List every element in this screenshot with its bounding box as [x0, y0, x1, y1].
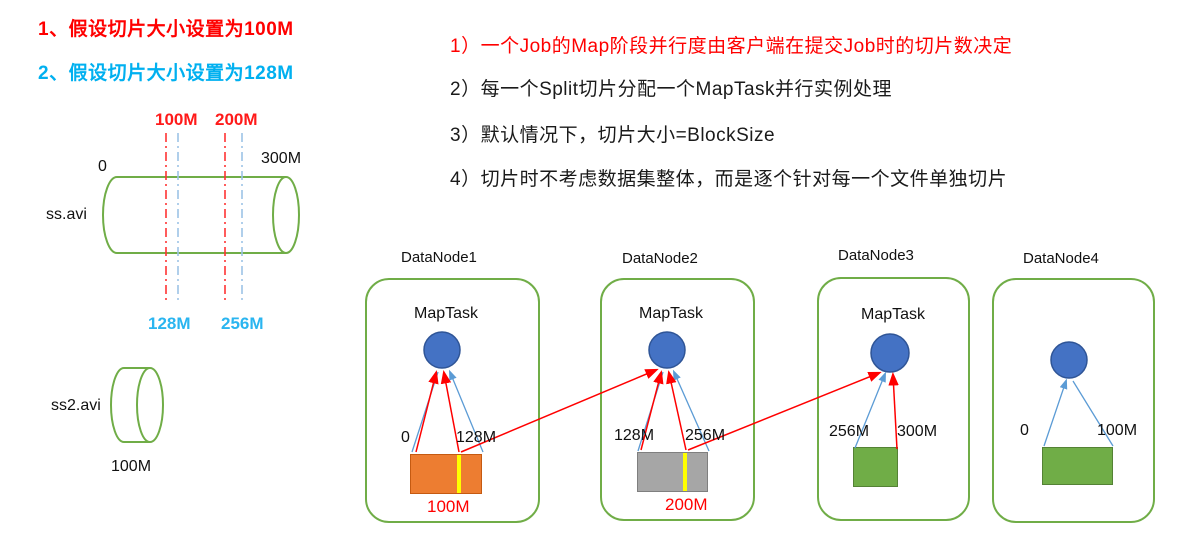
datanode3-box	[817, 277, 970, 521]
datanode1-maptask-circle	[423, 331, 461, 369]
datanode1-block-end: 128M	[456, 429, 497, 446]
file1-start-label: 0	[98, 158, 107, 175]
file1-cylinder	[102, 176, 300, 254]
datanode3-maptask-label: MapTask	[861, 306, 926, 323]
point-3: 3）默认情况下，切片大小=BlockSize	[450, 125, 776, 146]
datanode2-block	[637, 452, 708, 492]
point-4: 4）切片时不考虑数据集整体，而是逐个针对每一个文件单独切片	[450, 169, 1008, 190]
datanode2-split-size: 200M	[665, 495, 708, 514]
datanode2-maptask-circle	[648, 331, 686, 369]
datanode1-box	[365, 278, 540, 523]
point-1: 1）一个Job的Map阶段并行度由客户端在提交Job时的切片数决定	[450, 36, 1013, 57]
datanode2-block-end: 256M	[685, 427, 726, 444]
datanode3-block	[853, 447, 898, 487]
datanode1-block-start: 0	[401, 429, 410, 446]
datanode4-box	[992, 278, 1155, 523]
datanode3-block-end: 300M	[897, 423, 938, 440]
split-arrows-red	[415, 368, 899, 453]
datanode4-maptask-circle	[1050, 341, 1088, 379]
datanode1-maptask-label: MapTask	[414, 305, 479, 322]
point-2: 2）每一个Split切片分配一个MapTask并行实例处理	[450, 79, 893, 100]
block-arrows-blue	[411, 369, 1114, 453]
datanode1-block	[410, 454, 482, 494]
block-lines-128m-256m	[177, 133, 243, 303]
file1-end-label: 300M	[261, 150, 302, 167]
datanode4-title: DataNode4	[1023, 250, 1099, 267]
datanode1-split-size: 100M	[427, 497, 470, 516]
datanode1-title: DataNode1	[401, 249, 477, 266]
note-split-100m: 1、假设切片大小设置为100M	[38, 19, 294, 40]
datanode3-title: DataNode3	[838, 247, 914, 264]
file2-name: ss2.avi	[51, 397, 101, 414]
note-split-128m: 2、假设切片大小设置为128M	[38, 63, 294, 84]
datanode2-title: DataNode2	[622, 250, 698, 267]
datanode1-split-divider	[457, 455, 461, 493]
datanode2-block-start: 128M	[614, 427, 655, 444]
datanode2-split-divider	[683, 453, 687, 491]
split-lines-100m-200m	[165, 133, 226, 303]
file1-mark-100m: 100M	[155, 110, 198, 129]
datanode4-block-end: 100M	[1097, 422, 1138, 439]
file1-mark-128m: 128M	[148, 314, 191, 333]
file1-mark-256m: 256M	[221, 314, 264, 333]
datanode2-maptask-label: MapTask	[639, 305, 704, 322]
datanode2-box	[600, 278, 755, 521]
file1-mark-200m: 200M	[215, 110, 258, 129]
datanode3-maptask-circle	[870, 333, 910, 373]
datanode4-block-start: 0	[1020, 422, 1029, 439]
maptask-circles	[423, 331, 1088, 379]
file2-size-label: 100M	[111, 458, 152, 475]
datanode3-block-start: 256M	[829, 423, 870, 440]
datanode4-block	[1042, 447, 1113, 485]
file1-name: ss.avi	[46, 206, 87, 223]
file2-cylinder	[110, 367, 164, 443]
